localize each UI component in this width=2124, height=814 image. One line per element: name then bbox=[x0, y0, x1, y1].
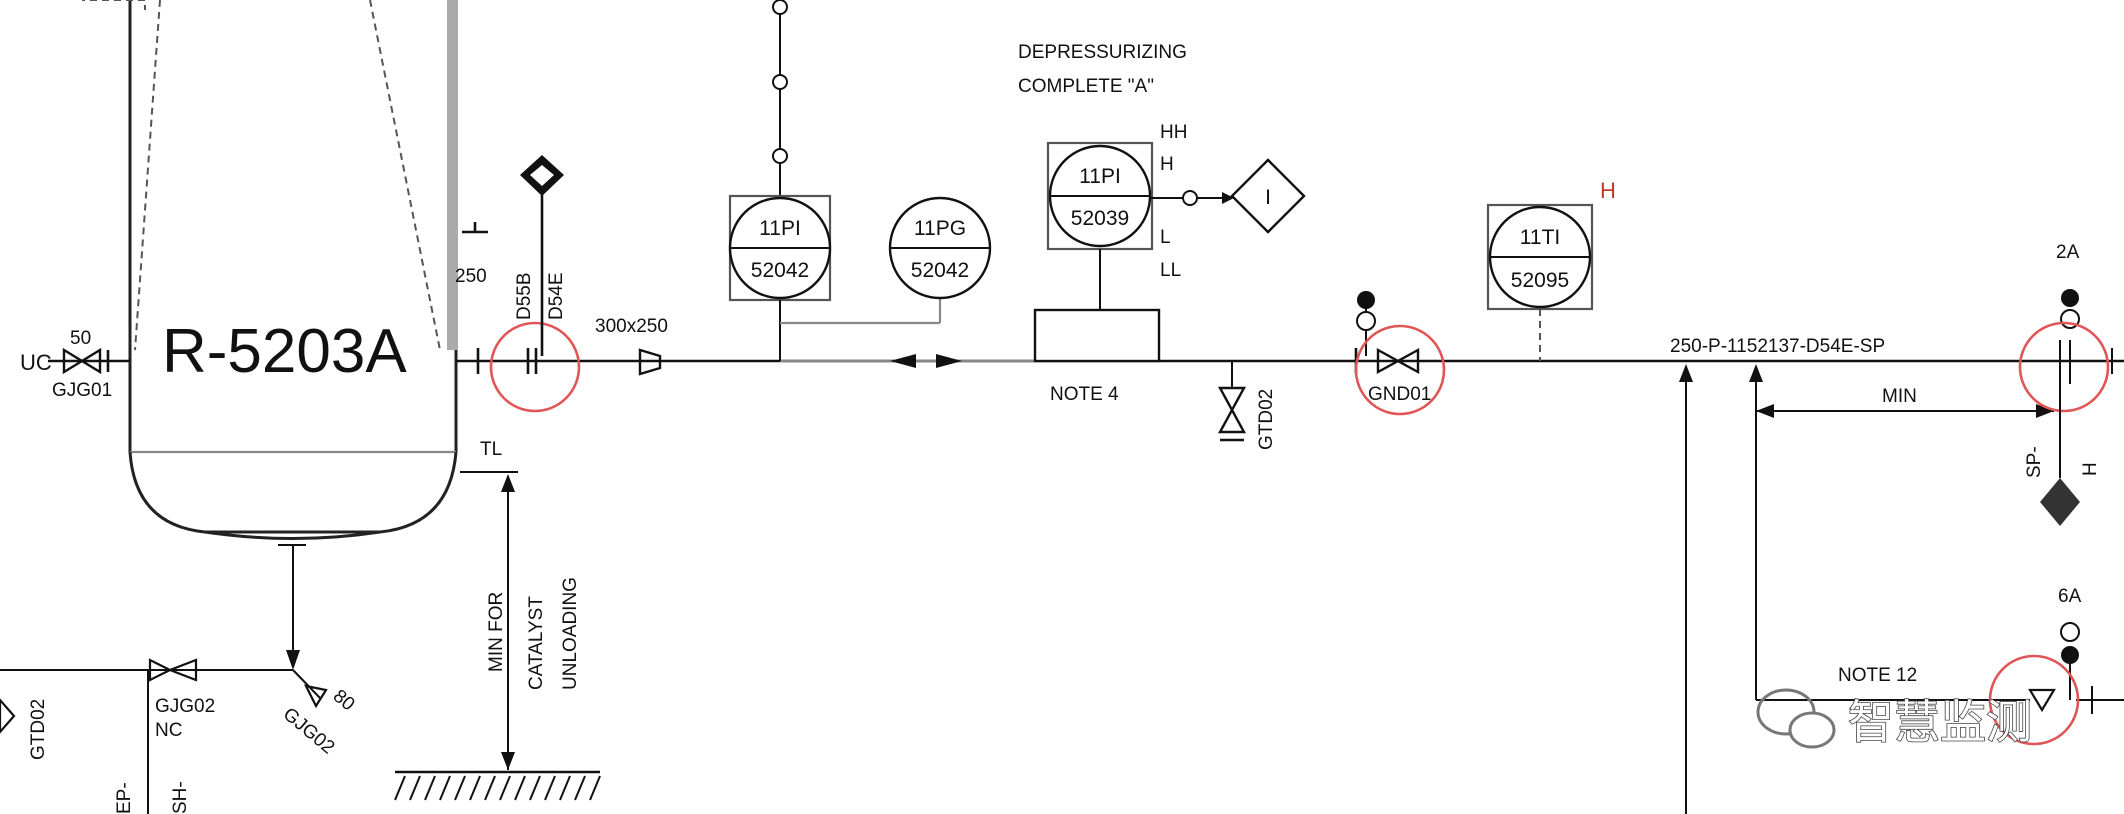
vent-line-d55b: D55B D54E bbox=[514, 155, 567, 356]
label-gtd02-left: GTD02 bbox=[28, 699, 49, 760]
alarm-ti-h: H bbox=[1600, 178, 1616, 203]
wechat-icon bbox=[1756, 688, 1836, 749]
highlight-circle-3 bbox=[2018, 321, 2110, 413]
instrument-11pg-52042-tag: 11PG bbox=[914, 217, 966, 240]
label-h-rot: H bbox=[2080, 462, 2101, 476]
highlight-circle-4 bbox=[1988, 654, 2080, 746]
valve-gjg01-half-a bbox=[62, 347, 85, 375]
temperature-instrument-52095: 11TI 52095 H bbox=[1486, 178, 1616, 361]
label-gjg01: GJG01 bbox=[52, 380, 112, 401]
label-tl: TL bbox=[480, 439, 502, 460]
label-uc: UC bbox=[20, 350, 52, 375]
catalyst-unloading-dimension: TL MIN FOR CATALYST UNLOADING bbox=[394, 439, 601, 801]
label-size-50: 50 bbox=[70, 328, 91, 349]
valve-gnd01: GND01 bbox=[1354, 291, 1446, 416]
label-min: MIN bbox=[1882, 386, 1917, 407]
label-gtd02-main: GTD02 bbox=[1256, 389, 1277, 450]
label-sh-fragment: SH- bbox=[170, 781, 191, 814]
instrument-11pi-52039-num: 52039 bbox=[1071, 207, 1129, 230]
highlight-circle-1 bbox=[489, 321, 581, 413]
drain-valve-gtd02: GTD02 bbox=[1217, 361, 1277, 450]
label-line-number: 250-P-1152137-D54E-SP bbox=[1670, 336, 1885, 357]
instrument-11pi-52042-tag: 11PI bbox=[759, 217, 801, 240]
label-min-for: MIN FOR bbox=[486, 592, 507, 672]
reducer-symbol bbox=[638, 348, 662, 376]
branch-lines: MIN NOTE 12 bbox=[1679, 364, 2054, 814]
alarm-l: L bbox=[1160, 227, 1171, 248]
instrument-11pg-52042-num: 52042 bbox=[911, 259, 969, 282]
label-depressurizing: DEPRESSURIZING bbox=[1018, 42, 1187, 63]
watermark: 智慧监测 bbox=[1756, 688, 2033, 750]
label-size-250: 250 bbox=[455, 266, 487, 287]
vessel-tag: R-5203A bbox=[162, 317, 407, 386]
label-nc: NC bbox=[155, 720, 182, 741]
bottom-outlet: GJG02 NC GJG02 80 GTD02 EP- SH- bbox=[0, 544, 359, 814]
pressure-instrument-52039: DEPRESSURIZING COMPLETE "A" 11PI 52039 H… bbox=[1018, 42, 1306, 405]
flow-arrow-left bbox=[890, 354, 916, 368]
label-reducer: 300x250 bbox=[595, 316, 668, 337]
label-note4: NOTE 4 bbox=[1050, 384, 1119, 405]
pressure-instruments-52042: 11PI 52042 11PG 52042 bbox=[728, 0, 992, 361]
vessel-r5203a: R-5203A bbox=[82, 0, 458, 540]
label-d55b: D55B bbox=[514, 272, 535, 320]
alarm-hh: HH bbox=[1160, 122, 1187, 143]
label-complete-a: COMPLETE "A" bbox=[1018, 76, 1154, 97]
label-gjg02-angled: GJG02 bbox=[279, 704, 339, 759]
inlet-line-left: 50 UC GJG01 bbox=[20, 328, 130, 401]
sample-diamond bbox=[2040, 478, 2080, 526]
interlock-diamond bbox=[1230, 158, 1306, 234]
note4-box bbox=[1033, 308, 1161, 363]
label-note12: NOTE 12 bbox=[1838, 665, 1917, 686]
highlight-circle-2 bbox=[1354, 324, 1446, 416]
instrument-11ti-52095-tag: 11TI bbox=[1520, 226, 1560, 249]
instrument-11ti-52095-num: 52095 bbox=[1511, 269, 1569, 292]
label-gjg02-nc-tag: GJG02 bbox=[155, 696, 215, 717]
label-catalyst: CATALYST bbox=[526, 596, 547, 690]
flow-arrow-right bbox=[936, 354, 962, 368]
label-size-80: 80 bbox=[329, 686, 359, 716]
instrument-11pi-52042-num: 52042 bbox=[751, 259, 809, 282]
main-process-line: 300x250 bbox=[456, 316, 2124, 413]
watermark-text: 智慧监测 bbox=[1848, 695, 2032, 749]
label-unloading: UNLOADING bbox=[560, 577, 581, 690]
valve-gjg01-half-b bbox=[79, 347, 102, 375]
instrument-11pi-52039-tag: 11PI bbox=[1079, 165, 1121, 188]
alarm-h: H bbox=[1160, 154, 1174, 175]
interlock-symbol: I bbox=[1265, 186, 1271, 209]
vessel-shell-band bbox=[447, 0, 458, 350]
alarm-ll: LL bbox=[1160, 260, 1181, 281]
label-d54e: D54E bbox=[546, 272, 567, 320]
label-2a: 2A bbox=[2056, 242, 2080, 263]
sample-point-2a: 2A SP- H bbox=[2018, 242, 2113, 526]
label-sp: SP- bbox=[2024, 446, 2045, 478]
label-6a: 6A bbox=[2058, 586, 2082, 607]
label-ep-fragment: EP- bbox=[114, 782, 135, 814]
sample-point-6a: 6A bbox=[1988, 586, 2124, 746]
nozzle-250: 250 bbox=[455, 222, 488, 287]
label-gnd01: GND01 bbox=[1368, 384, 1431, 405]
